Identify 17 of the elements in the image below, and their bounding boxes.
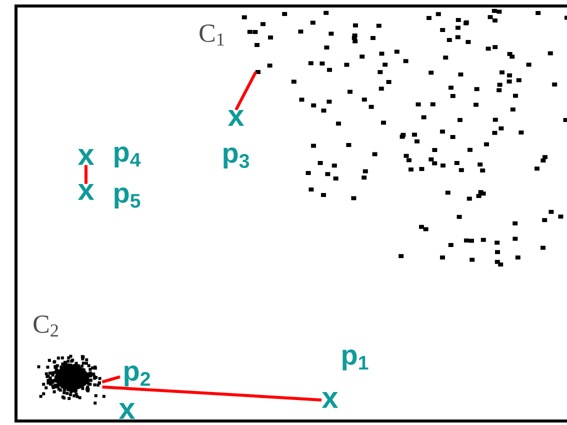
cluster-drawing: [37, 354, 106, 405]
point-marker: x: [118, 403, 136, 419]
point-label: p$_{4}$: [114, 146, 141, 168]
distance-line: [102, 385, 322, 402]
point-marker: x: [78, 184, 94, 200]
point-label: p$_{2}$: [124, 366, 150, 386]
point-label: p$_{1}$: [342, 350, 368, 370]
point-marker: x: [322, 392, 338, 408]
point-marker: x: [228, 110, 244, 126]
point-marker: x: [78, 149, 94, 165]
cluster-label: C$_{2}$: [34, 316, 58, 336]
distance-line: [84, 165, 88, 184]
cluster-label: C$_{1}$: [200, 24, 224, 46]
distance-line: [234, 71, 258, 111]
point-label: p$_{5}$: [114, 188, 140, 208]
point-label: p$_{3}$: [224, 148, 250, 168]
distance-line: [102, 375, 120, 384]
